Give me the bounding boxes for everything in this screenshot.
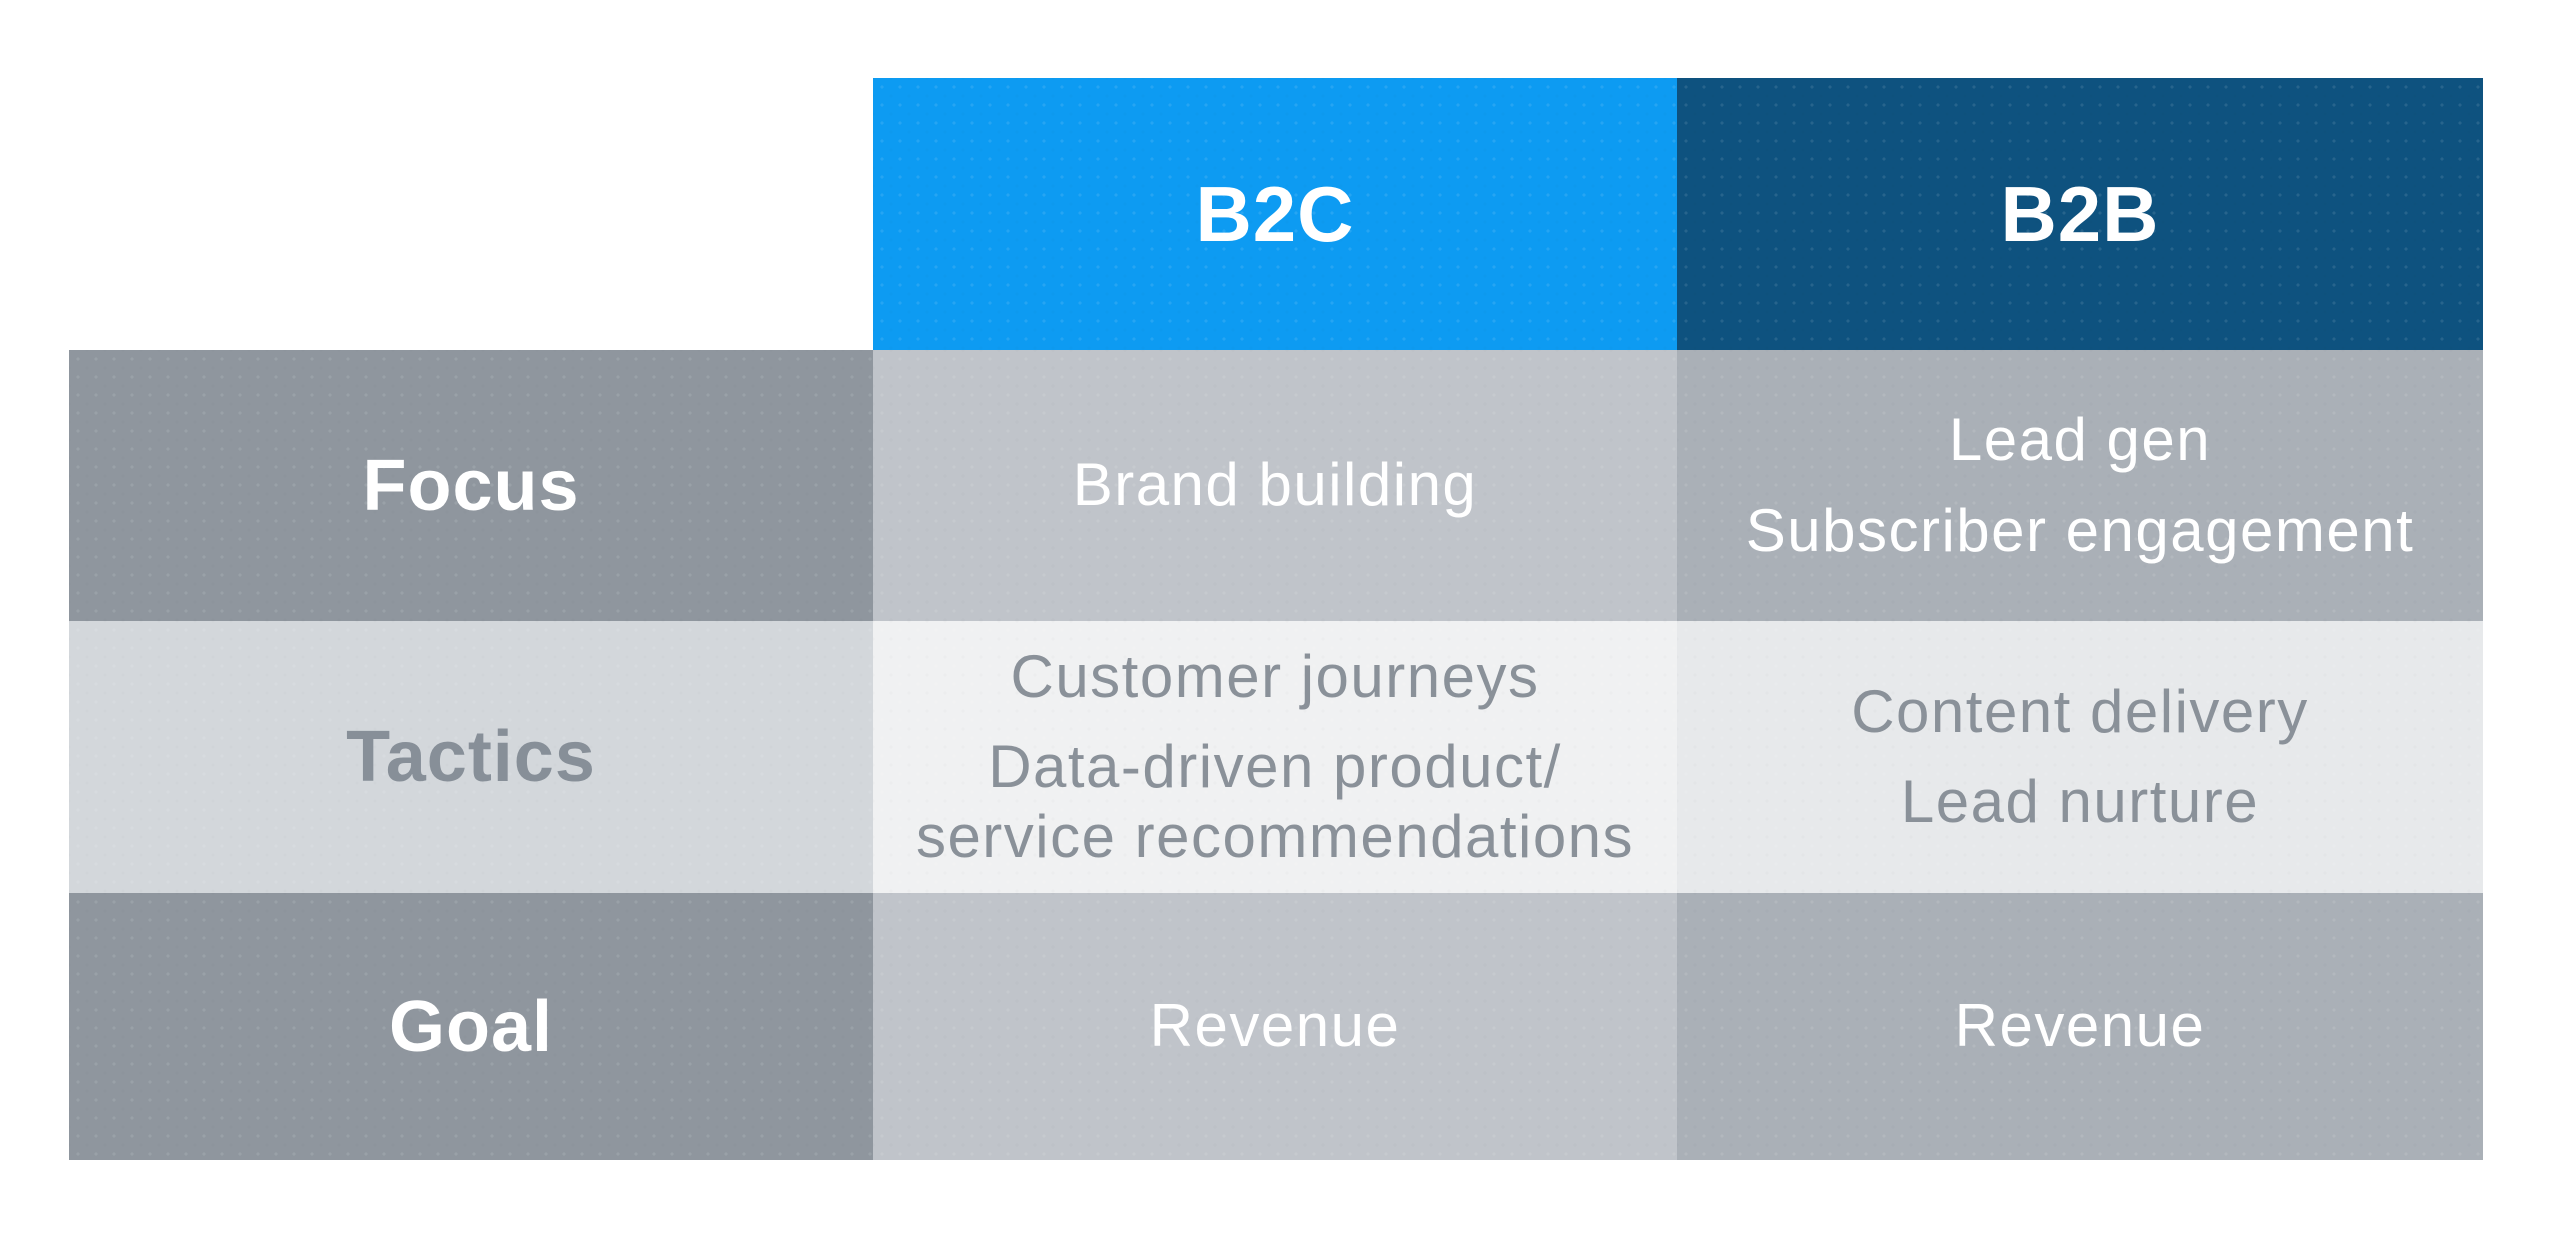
row-label-goal-text: Goal [388,986,554,1067]
cell-focus-b2b-line: Lead gen [1948,406,2212,474]
row-label-focus: Focus [69,350,873,621]
cell-focus-b2b: Lead gen Subscriber engagement [1677,350,2483,621]
cell-tactics-b2b: Content delivery Lead nurture [1677,621,2483,893]
row-label-focus-text: Focus [362,445,580,526]
cell-focus-b2c: Brand building [873,350,1677,621]
cell-goal-b2c-line: Revenue [1149,992,1401,1060]
cell-goal-b2c: Revenue [873,893,1677,1160]
header-spacer-cell [69,78,873,350]
comparison-table: B2C B2B Focus Brand building Lead gen Su… [69,78,2483,1160]
row-label-tactics: Tactics [69,621,873,893]
cell-tactics-b2c-wrapped-lines: Data-driven product/service recommendati… [916,732,1634,872]
cell-goal-b2b-line: Revenue [1954,992,2206,1060]
column-header-b2b-label: B2B [2000,169,2160,258]
column-header-b2c-label: B2C [1195,169,1355,258]
cell-tactics-b2b-line: Lead nurture [1900,768,2260,835]
cell-focus-b2c-line: Brand building [1072,451,1478,519]
row-label-goal: Goal [69,893,873,1160]
cell-tactics-b2c: Customer journeys Data-driven product/se… [873,621,1677,893]
cell-tactics-b2c-line: service recommendations [915,803,1635,871]
cell-tactics-b2c-line: Customer journeys [1010,642,1540,710]
column-header-b2b: B2B [1677,78,2483,350]
column-header-b2c: B2C [873,78,1677,350]
cell-focus-b2b-line: Subscriber engagement [1745,496,2415,564]
cell-tactics-b2b-line: Content delivery [1851,677,2309,745]
row-label-tactics-text: Tactics [346,717,596,797]
cell-tactics-b2c-line: Data-driven product/ [988,732,1562,800]
cell-goal-b2b: Revenue [1677,893,2483,1160]
